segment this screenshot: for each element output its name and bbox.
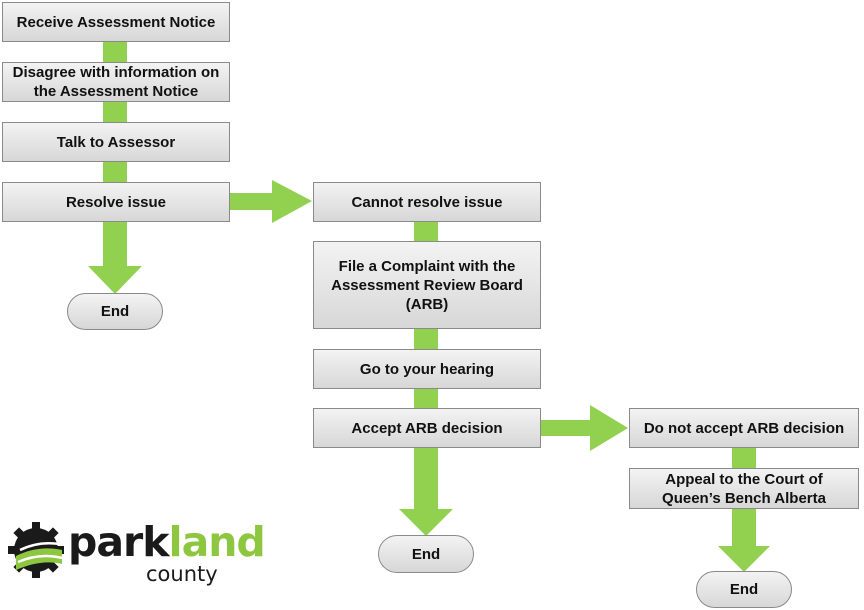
end-terminal-1: End [67,293,163,330]
arrow-down-to-end-3 [718,509,770,572]
arrow-right-to-not-accept [541,405,628,451]
logo-wordmark: parkland [68,518,266,566]
step-file-complaint: File a Complaint with the Assessment Rev… [313,241,541,329]
step-accept-arb: Accept ARB decision [313,408,541,448]
connector-1 [103,42,127,62]
connector-3 [103,162,127,182]
step-appeal: Appeal to the Court of Queen’s Bench Alb… [629,468,859,509]
step-disagree: Disagree with information on the Assessm… [2,62,230,102]
step-talk-assessor: Talk to Assessor [2,122,230,162]
step-not-accept-arb: Do not accept ARB decision [629,408,859,448]
end-terminal-3: End [696,571,792,608]
end-terminal-2: End [378,535,474,573]
parkland-county-logo: parkland county [6,518,266,594]
logo-text-county: county [146,562,218,586]
logo-text-land: land [168,518,266,566]
arrow-down-to-end-1 [88,222,142,294]
arrow-down-to-end-2 [399,448,453,536]
connector-2 [103,102,127,122]
arrow-right-to-cannot-resolve [230,180,312,223]
connector-5 [414,329,438,349]
step-cannot-resolve: Cannot resolve issue [313,182,541,222]
connector-7 [732,448,756,468]
gear-field-icon [8,522,64,578]
connector-4 [414,221,438,241]
step-hearing: Go to your hearing [313,349,541,389]
logo-text-park: park [68,518,170,566]
connector-6 [414,388,438,408]
step-receive-notice: Receive Assessment Notice [2,2,230,42]
step-resolve-issue: Resolve issue [2,182,230,222]
